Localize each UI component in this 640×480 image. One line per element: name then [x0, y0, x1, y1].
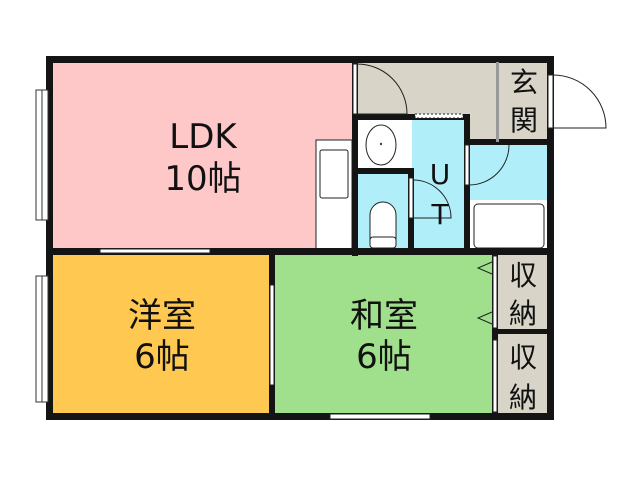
room-western: [52, 254, 274, 418]
storage1-label-top: 収: [509, 259, 537, 292]
room-ldk: [52, 62, 354, 252]
japanese-name: 和室: [350, 296, 418, 336]
washbasin: [358, 120, 412, 168]
storage1-label-bottom: 納: [509, 297, 537, 330]
entrance-label-bottom: 関: [510, 104, 538, 137]
storage2-label-bottom: 納: [509, 381, 537, 414]
japanese-size: 6帖: [356, 337, 412, 377]
toilet: [369, 201, 397, 249]
storage-1: [496, 254, 550, 332]
ldk-size: 10帖: [164, 159, 241, 199]
western-size: 6帖: [134, 337, 190, 377]
bathtub: [470, 200, 548, 250]
doors: [99, 63, 607, 420]
storage-2: [496, 332, 550, 418]
storage2-label-top: 収: [509, 341, 537, 374]
western-name: 洋室: [128, 296, 196, 336]
room-japanese: [274, 254, 496, 418]
kitchen-counter: [315, 139, 353, 251]
utility-label-bottom: T: [430, 198, 449, 231]
ldk-name: LDK: [169, 117, 238, 157]
entrance-label-top: 玄: [510, 66, 538, 99]
utility-label-top: U: [430, 158, 451, 191]
windows: [35, 89, 49, 403]
